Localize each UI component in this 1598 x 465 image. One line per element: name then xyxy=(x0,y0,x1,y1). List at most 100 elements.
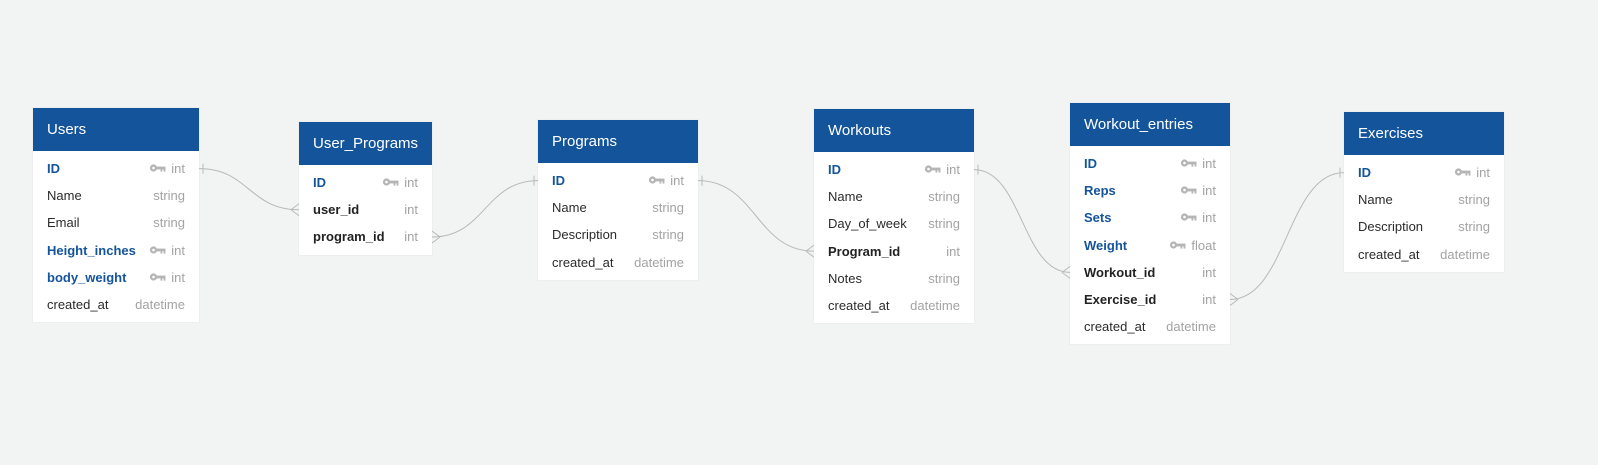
field-name: Name xyxy=(47,188,82,204)
field-name: created_at xyxy=(828,298,890,314)
cardinality-many-mark xyxy=(1229,293,1239,306)
field-name: user_id xyxy=(313,202,360,218)
field-type: int xyxy=(149,243,185,258)
field-type-label: int xyxy=(1202,210,1216,226)
field-type: string xyxy=(153,188,185,203)
table-header[interactable]: Users xyxy=(33,108,199,151)
field-type: int xyxy=(946,244,960,259)
table-header[interactable]: Exercises xyxy=(1344,112,1504,155)
field-type: string xyxy=(928,271,960,286)
field-type: datetime xyxy=(910,298,960,313)
field-name: Notes xyxy=(828,270,862,286)
field-type: int xyxy=(1202,265,1216,280)
field-type: string xyxy=(928,216,960,231)
field-name: Exercise_id xyxy=(1084,292,1157,308)
field-name: Weight xyxy=(1084,237,1128,253)
field-row[interactable]: Workout_id int xyxy=(1070,259,1230,286)
field-row[interactable]: Weight float xyxy=(1070,232,1230,259)
field-name: Name xyxy=(828,189,863,205)
field-row[interactable]: Name string xyxy=(814,183,974,210)
cardinality-many-mark xyxy=(431,230,441,244)
field-name: Day_of_week xyxy=(828,216,907,232)
field-type-label: string xyxy=(928,270,960,286)
field-type-label: float xyxy=(1191,237,1216,253)
field-row[interactable]: body_weight int xyxy=(33,264,199,291)
field-name: Workout_id xyxy=(1084,264,1156,280)
field-row[interactable]: Day_of_week string xyxy=(814,210,974,237)
field-type: string xyxy=(928,189,960,204)
field-type-label: datetime xyxy=(1440,246,1490,262)
field-type-label: string xyxy=(928,216,960,232)
field-row[interactable]: user_id int xyxy=(299,196,432,223)
relation-line xyxy=(697,180,815,252)
field-type: datetime xyxy=(1166,319,1216,334)
cardinality-many-mark xyxy=(805,244,815,258)
field-type-label: int xyxy=(1202,183,1216,199)
field-type-label: string xyxy=(153,188,185,204)
field-type-label: int xyxy=(670,173,684,189)
field-row[interactable]: Exercise_id int xyxy=(1070,286,1230,313)
field-row[interactable]: created_at datetime xyxy=(814,292,974,319)
field-row[interactable]: Reps int xyxy=(1070,177,1230,204)
key-icon xyxy=(648,173,665,188)
field-type-label: datetime xyxy=(135,297,185,313)
field-name: Reps xyxy=(1084,183,1116,199)
field-name: body_weight xyxy=(47,269,127,285)
table-header[interactable]: Programs xyxy=(538,120,698,163)
field-row[interactable]: ID int xyxy=(814,156,974,183)
table-header[interactable]: Workouts xyxy=(814,109,974,152)
table-header[interactable]: User_Programs xyxy=(299,122,432,165)
field-type-label: datetime xyxy=(1166,319,1216,335)
field-name: ID xyxy=(828,162,841,178)
field-type-label: int xyxy=(1202,292,1216,308)
field-type: int xyxy=(1180,183,1216,198)
field-type: string xyxy=(652,200,684,215)
field-type: int xyxy=(648,173,684,188)
field-name: Description xyxy=(552,227,618,243)
field-type-label: string xyxy=(928,189,960,205)
field-row[interactable]: Notes string xyxy=(814,265,974,292)
field-type-label: string xyxy=(153,215,185,231)
table-header[interactable]: Workout_entries xyxy=(1070,103,1230,146)
field-type: int xyxy=(404,229,418,244)
field-type: int xyxy=(149,270,185,285)
field-type-label: int xyxy=(404,202,418,218)
field-row[interactable]: Name string xyxy=(33,182,199,209)
field-type: datetime xyxy=(634,255,684,270)
field-name: Description xyxy=(1358,219,1424,235)
key-icon xyxy=(1180,183,1197,198)
field-type-label: int xyxy=(946,162,960,178)
field-type: int xyxy=(1180,210,1216,225)
key-icon xyxy=(149,161,166,176)
field-type-label: datetime xyxy=(634,254,684,270)
field-type-label: string xyxy=(1458,192,1490,208)
field-type: int xyxy=(149,161,185,176)
